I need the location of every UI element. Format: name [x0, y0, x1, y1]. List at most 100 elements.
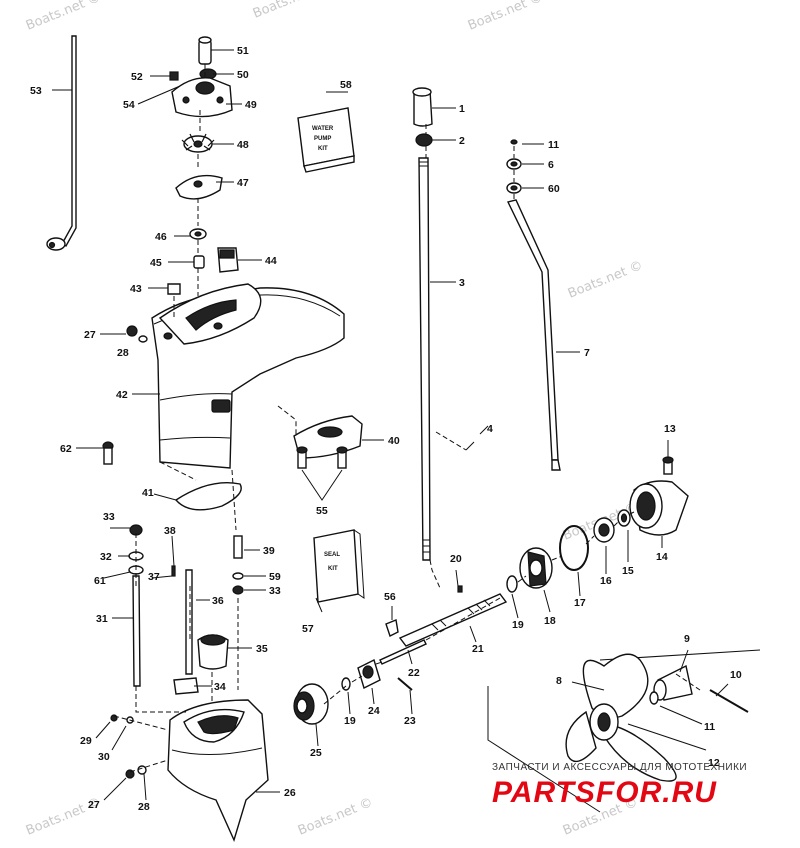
shop-banner: ЗАПЧАСТИ И АКСЕССУАРЫ ДЛЯ МОТОТЕХНИКИ PA… [492, 762, 747, 809]
water-pump-assembly [167, 36, 239, 295]
callout-number: 50 [237, 69, 249, 81]
callout-number: 33 [103, 511, 115, 523]
leader-lines [52, 49, 729, 801]
callout-number: 56 [384, 591, 396, 603]
callout-number: 49 [245, 99, 257, 111]
callout-number: 52 [131, 71, 143, 83]
watermark: Boats.net © [466, 0, 545, 34]
callout-number: 29 [80, 735, 92, 747]
screw-62 [102, 441, 114, 465]
callout-number: 33 [269, 585, 281, 597]
driveshaft [412, 87, 433, 561]
callout-number: 26 [284, 787, 296, 799]
callout-number: 28 [138, 801, 150, 813]
callout-number: 13 [664, 423, 676, 435]
watermark: Boats.net © [566, 258, 645, 302]
callout-number: 51 [237, 45, 249, 57]
shift-linkage [506, 139, 561, 471]
callout-number: 7 [584, 347, 590, 359]
callout-number: 20 [450, 553, 462, 565]
kit-text-line: PUMP [314, 136, 331, 142]
callout-number: 32 [100, 551, 112, 563]
callout-number: 43 [130, 283, 142, 295]
callout-number: 37 [148, 571, 160, 583]
kit-text-line: KIT [328, 566, 338, 572]
callout-number: 41 [142, 487, 154, 499]
watermark: Boats.net © [296, 795, 375, 839]
water-pump-kit-box: WATER PUMP KIT [297, 107, 355, 173]
callout-number: 14 [656, 551, 668, 563]
callout-number: 19 [344, 715, 356, 727]
callout-number: 61 [94, 575, 106, 587]
callout-number: 22 [408, 667, 420, 679]
cross-pin [397, 677, 413, 691]
callout-labels: 51 50 52 54 49 48 47 46 45 44 43 27 28 4… [30, 45, 742, 813]
callout-number: 38 [164, 525, 176, 537]
callout-number: 10 [730, 669, 742, 681]
callout-number: 25 [310, 747, 322, 759]
callout-number: 59 [269, 571, 281, 583]
clip-56 [385, 619, 399, 637]
callout-number: 46 [155, 231, 167, 243]
callout-number: 11 [548, 139, 559, 151]
callout-number: 27 [88, 799, 100, 811]
callout-number: 42 [116, 389, 128, 401]
driveshaft-housing [151, 283, 345, 469]
seal-kit-box: SEAL KIT [313, 529, 365, 603]
callout-number: 24 [368, 705, 380, 717]
gearcase [167, 699, 269, 842]
callout-number: 6 [548, 159, 554, 171]
callout-number: 55 [316, 505, 328, 517]
gasket-ring [174, 482, 242, 511]
callout-number: 39 [263, 545, 275, 557]
callout-number: 1 [459, 103, 465, 115]
callout-number: 53 [30, 85, 42, 97]
callout-number: 57 [302, 623, 314, 635]
callout-number: 60 [548, 183, 560, 195]
kit-text-line: SEAL [324, 552, 340, 558]
callout-number: 9 [684, 633, 690, 645]
callout-number: 15 [622, 565, 634, 577]
propeller-group [487, 649, 761, 813]
reverse-gear [293, 683, 329, 725]
callout-number: 48 [237, 139, 249, 151]
callout-number: 11 [704, 721, 715, 733]
shift-rod [46, 35, 77, 251]
water-tube-group [128, 524, 244, 695]
callout-number: 19 [512, 619, 524, 631]
callout-number: 47 [237, 177, 249, 189]
callout-number: 4 [487, 423, 493, 435]
callout-number: 34 [214, 681, 226, 693]
callout-number: 54 [123, 99, 135, 111]
watermark: Boats.net © [24, 0, 103, 34]
kit-text-line: WATER [312, 126, 334, 132]
callout-number: 21 [472, 643, 484, 655]
callout-number: 62 [60, 443, 72, 455]
kit-text-line: KIT [318, 146, 328, 152]
clutch-dog [357, 659, 381, 689]
callout-number: 18 [544, 615, 556, 627]
callout-number: 8 [556, 675, 562, 687]
bearing-carrier-group [398, 456, 689, 647]
callout-number: 2 [459, 135, 465, 147]
callout-number: 28 [117, 347, 129, 359]
callout-number: 12 [708, 757, 720, 769]
banner-brand-logo: PARTSFOR.RU [492, 776, 717, 809]
callout-number: 58 [340, 79, 352, 91]
callout-number: 36 [212, 595, 224, 607]
callout-number: 35 [256, 643, 268, 655]
callout-number: 30 [98, 751, 110, 763]
cam-follower [379, 639, 427, 665]
callout-number: 45 [150, 257, 162, 269]
callout-number: 31 [96, 613, 108, 625]
callout-number: 23 [404, 715, 416, 727]
pin-4 [465, 441, 475, 451]
banner-tagline: ЗАПЧАСТИ И АКСЕССУАРЫ ДЛЯ МОТОТЕХНИКИ [492, 762, 747, 773]
watermark: Boats.net © [251, 0, 330, 22]
callout-number: 17 [574, 597, 586, 609]
callout-number: 44 [265, 255, 277, 267]
callout-number: 16 [600, 575, 612, 587]
callout-number: 40 [388, 435, 400, 447]
